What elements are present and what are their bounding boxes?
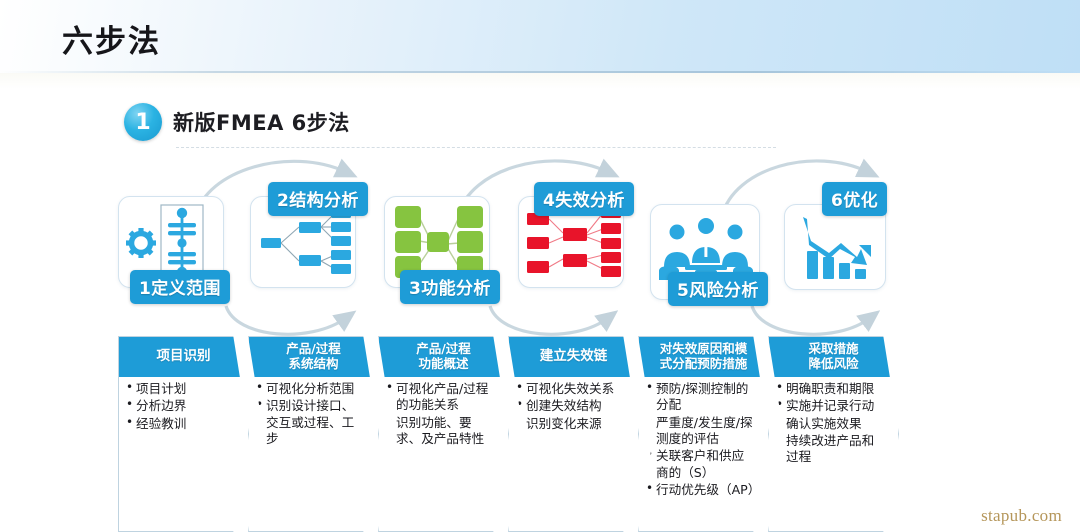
list-item: 可视化失效关系 — [516, 380, 625, 397]
subtitle-text: 新版FMEA 6步法 — [173, 111, 350, 135]
card-2-header: 产品/过程系统结构 — [249, 337, 378, 377]
card-1-header: 项目识别 — [119, 337, 248, 377]
card-1-body: 项目计划 分析边界 经验教训 — [126, 380, 235, 527]
list-item: 识别变化来源 — [516, 415, 625, 432]
header-band — [0, 0, 1080, 73]
list-item: 明确职责和期限 — [776, 380, 885, 397]
card-1[interactable]: 项目识别 项目计划 分析边界 经验教训 — [118, 336, 249, 532]
step-chip-6[interactable]: 6优化 — [822, 182, 888, 216]
subtitle-row: 1 新版FMEA 6步法 — [124, 103, 350, 141]
list-item: 项目计划 — [126, 380, 235, 397]
list-item: 关联客户和供应商的（S） — [646, 447, 755, 481]
step-badge: 1 — [124, 103, 162, 141]
list-item: 实施并记录行动 — [776, 397, 885, 414]
function-network-icon — [395, 206, 483, 278]
step-chip-5[interactable]: 5风险分析 — [668, 272, 768, 306]
list-item: 可视化产品/过程的功能关系 — [386, 380, 495, 414]
list-item: 确认实施效果 — [776, 415, 885, 432]
card-4-body: 可视化失效关系 创建失效结构 识别变化来源 — [516, 380, 625, 527]
card-4[interactable]: 建立失效链 可视化失效关系 创建失效结构 识别变化来源 — [508, 336, 639, 532]
list-item: 分析边界 — [126, 397, 235, 414]
subtitle-divider — [176, 147, 776, 148]
card-6-header: 采取措施降低风险 — [769, 337, 898, 377]
step-chip-4[interactable]: 4失效分析 — [534, 182, 634, 216]
list-item: 创建失效结构 — [516, 397, 625, 414]
card-4-header: 建立失效链 — [509, 337, 638, 377]
step-chip-3[interactable]: 3功能分析 — [400, 270, 500, 304]
list-item: 持续改进产品和过程 — [776, 432, 885, 466]
list-item: 经验教训 — [126, 415, 235, 432]
gear-bom-tree-icon — [126, 204, 204, 282]
step-chip-2[interactable]: 2结构分析 — [268, 182, 368, 216]
list-item: 严重度/发生度/探测度的评估 — [646, 414, 755, 448]
watermark: stapub.com — [981, 506, 1062, 525]
step-icon-box-6[interactable] — [784, 204, 886, 290]
page-title: 六步法 — [62, 24, 161, 60]
card-6-body: 明确职责和期限 实施并记录行动 确认实施效果 持续改进产品和过程 — [776, 380, 885, 527]
declining-bar-chart-icon — [803, 217, 871, 279]
card-3-header: 产品/过程功能概述 — [379, 337, 508, 377]
list-item: 行动优先级（AP） — [646, 481, 760, 498]
list-item: 识别设计接口、交互或过程、工步 — [256, 397, 365, 447]
card-3-body: 可视化产品/过程的功能关系 识别功能、要求、及产品特性 — [386, 380, 495, 527]
card-5-header: 对失效原因和模式分配预防措施 — [639, 337, 768, 377]
list-item: 可视化分析范围 — [256, 380, 365, 397]
step-chip-1[interactable]: 1定义范围 — [130, 270, 230, 304]
card-2-body: 可视化分析范围 识别设计接口、交互或过程、工步 — [256, 380, 365, 527]
card-5-body: 预防/探测控制的分配 严重度/发生度/探测度的评估 关联客户和供应商的（S） 行… — [646, 380, 760, 527]
header-sheen — [0, 73, 1080, 89]
list-item: 识别功能、要求、及产品特性 — [386, 414, 495, 448]
list-item: 预防/探测控制的分配 — [646, 380, 755, 414]
